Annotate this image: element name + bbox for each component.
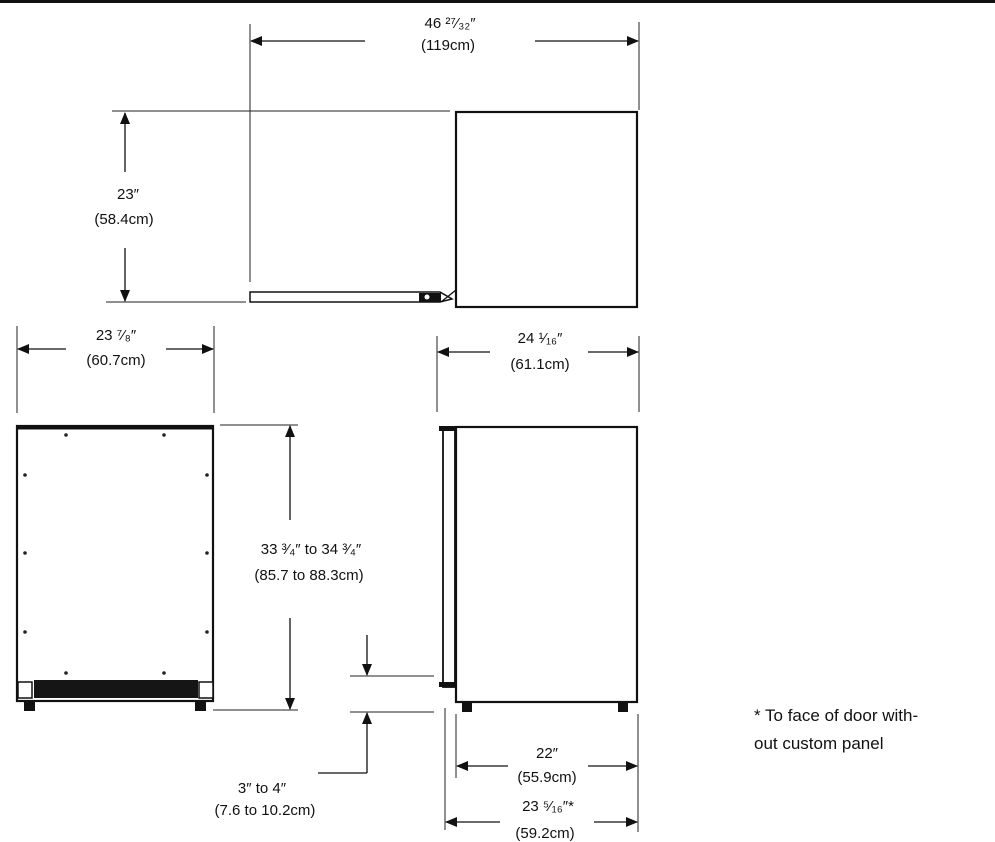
top-view-hinge <box>419 293 441 302</box>
side-view-foot-back <box>618 702 628 712</box>
depth-to-door-metric: (59.2cm) <box>515 825 574 842</box>
top-view-hinge-pin <box>424 294 430 300</box>
front-view: 23 ⁷⁄₈″ (60.7cm) 33 ³⁄₄″ to 34 ³⁄₄″ (85.… <box>15 326 364 711</box>
top-view-open-door <box>249 291 454 303</box>
front-width-label: 23 ⁷⁄₈″ <box>96 327 137 344</box>
side-view-foot-front <box>462 702 472 712</box>
side-view-door-bottom <box>439 682 456 687</box>
height-metric: (85.7 to 88.3cm) <box>254 567 363 584</box>
front-view-cabinet <box>15 424 215 703</box>
side-view-cabinet <box>454 425 639 704</box>
front-view-mount-dots <box>23 433 209 675</box>
front-view-grille-bracket-left <box>17 681 33 699</box>
depth-to-door-label: 23 ⁵⁄₁₆″* <box>522 798 574 815</box>
cabinet-depth-side-label: 22″ <box>536 745 559 762</box>
cabinet-depth-label: 23″ <box>117 186 140 203</box>
toe-kick-metric: (7.6 to 10.2cm) <box>215 802 316 819</box>
footnote: * To face of door with- out custom panel <box>754 706 918 753</box>
overall-depth-label: 46 ²⁷⁄₃₂″ <box>424 15 476 32</box>
front-view-foot-right <box>195 701 206 711</box>
cabinet-depth-side-metric: (55.9cm) <box>517 769 576 786</box>
toe-kick-label: 3″ to 4″ <box>238 780 287 797</box>
cabinet-depth-metric: (58.4cm) <box>94 211 153 228</box>
overall-depth-metric: (119cm) <box>421 37 475 54</box>
front-width-metric: (60.7cm) <box>86 352 145 369</box>
top-view: 46 ²⁷⁄₃₂″ (119cm) 23″ (58.4cm) <box>94 15 640 309</box>
front-view-grille-bracket-right <box>198 681 214 699</box>
top-view-hinge-arm <box>440 289 457 303</box>
front-view-foot-left <box>24 701 35 711</box>
footnote-line-2: out custom panel <box>754 734 883 753</box>
side-view: 24 ¹⁄₁₆″ (61.1cm) 3″ to 4″ (7.6 to 10.2c… <box>215 330 640 842</box>
side-view-door <box>442 426 456 688</box>
side-depth-label: 24 ¹⁄₁₆″ <box>518 330 563 347</box>
top-view-cabinet <box>454 110 639 309</box>
height-label: 33 ³⁄₄″ to 34 ³⁄₄″ <box>261 541 362 558</box>
footnote-line-1: * To face of door with- <box>754 706 918 725</box>
front-view-grille <box>34 680 198 698</box>
side-view-door-top <box>439 426 456 431</box>
side-depth-metric: (61.1cm) <box>510 356 569 373</box>
